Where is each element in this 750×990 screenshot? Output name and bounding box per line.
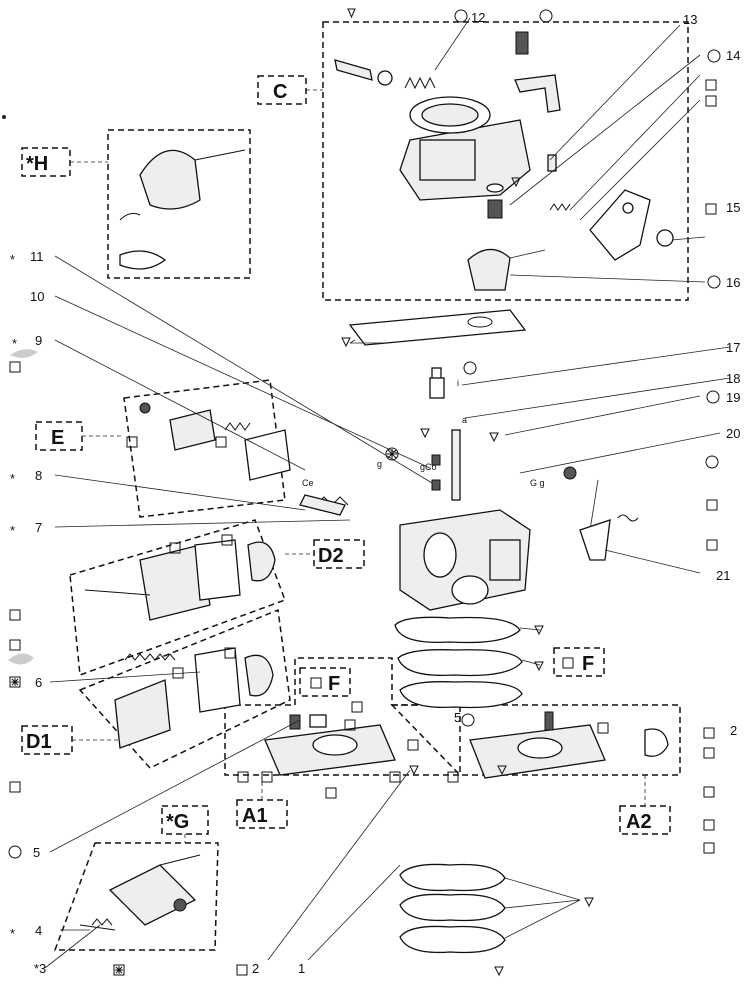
svg-text:G g: G g	[530, 478, 545, 488]
starred-square-symbols	[9, 676, 125, 976]
diaphragm-d1	[114, 647, 274, 749]
svg-text:*G: *G	[166, 811, 189, 833]
label-18: 18	[726, 371, 740, 386]
label-1: 1	[298, 961, 305, 976]
needle-valve	[486, 183, 504, 219]
svg-text:*: *	[10, 252, 15, 267]
part-numbers: 12 13 14 15 16 17 18 19 20 21 11 10 9 8 …	[30, 10, 740, 976]
label-13: 13	[683, 12, 697, 27]
spring-12	[404, 76, 436, 90]
group-label-d2: D2	[313, 539, 365, 569]
group-label-g: *G	[161, 805, 209, 835]
label-5b: 5	[454, 710, 461, 725]
label-7: 7	[35, 520, 42, 535]
svg-text:D1: D1	[26, 731, 52, 753]
svg-text:*H: *H	[26, 153, 48, 175]
group-h-frame	[107, 129, 251, 279]
label-10: 10	[30, 289, 44, 304]
pin-8	[299, 494, 346, 516]
group-label-f1: F	[299, 667, 351, 697]
group-label-h: *H	[21, 147, 71, 177]
label-16: 16	[726, 275, 740, 290]
pin-13	[547, 154, 557, 172]
svg-text:*: *	[10, 523, 15, 538]
svg-text:F: F	[328, 673, 340, 695]
air-screw	[334, 59, 393, 86]
label-11: 11	[30, 249, 44, 264]
svg-text:D2: D2	[318, 545, 344, 567]
leader-lines	[44, 17, 731, 969]
label-21: 21	[716, 568, 730, 583]
triangle-symbols	[341, 8, 594, 977]
throttle-body-a1	[264, 714, 396, 776]
svg-text:Ce: Ce	[302, 478, 314, 488]
label-12: 12	[471, 10, 485, 25]
svg-text:a: a	[462, 415, 467, 425]
accelerator-pump-e	[139, 402, 291, 481]
svg-text:C: C	[273, 81, 287, 103]
svg-text:A1: A1	[242, 805, 268, 827]
small-labels: Ce g gCo G g i a	[302, 378, 545, 488]
svg-text:i: i	[457, 378, 459, 388]
choke-lever	[589, 189, 674, 261]
svg-text:gCo: gCo	[420, 462, 437, 472]
group-label-c: C	[257, 75, 307, 105]
jets-column	[429, 367, 461, 501]
label-15: 15	[726, 200, 740, 215]
top-cover-assembly	[399, 74, 561, 201]
svg-text:*: *	[10, 926, 15, 941]
choke-pulldown-h	[119, 149, 246, 270]
square-symbols	[9, 79, 718, 976]
label-2b: 2	[730, 723, 737, 738]
group-label-a1: A1	[236, 799, 288, 829]
label-14: 14	[726, 48, 740, 63]
label-5: 5	[33, 845, 40, 860]
group-g-frame	[53, 842, 219, 951]
base-gaskets-mid	[394, 616, 523, 709]
circle-symbols	[8, 9, 721, 859]
group-label-a2: A2	[619, 805, 671, 835]
group-label-d1: D1	[21, 725, 73, 755]
throttle-body-a2	[469, 711, 669, 779]
label-4: 4	[35, 923, 42, 938]
group-e-frame	[123, 379, 286, 518]
svg-text:A2: A2	[626, 811, 652, 833]
top-gasket	[348, 309, 527, 346]
group-a2-frame	[390, 704, 681, 776]
label-8: 8	[35, 468, 42, 483]
main-body	[399, 509, 531, 611]
star-marks: * * * * *	[10, 252, 17, 941]
circled-star-symbol	[385, 447, 399, 461]
group-label-f2: F	[553, 647, 605, 677]
label-3: *3	[34, 961, 46, 976]
label-6: 6	[35, 675, 42, 690]
diaphragm-d2	[84, 539, 276, 621]
label-17: 17	[726, 340, 740, 355]
svg-text:E: E	[51, 427, 64, 449]
svg-text:g: g	[377, 459, 382, 469]
group-d2-frame	[69, 519, 286, 677]
throttle-linkage-21	[563, 466, 639, 561]
group-label-e: E	[35, 421, 83, 451]
screw-top	[515, 31, 529, 55]
svg-text:F: F	[582, 653, 594, 675]
pump-g	[79, 854, 201, 931]
margin-marks	[2, 115, 38, 665]
float-16	[467, 248, 546, 291]
svg-text:*: *	[10, 471, 15, 486]
label-2: 2	[252, 961, 259, 976]
svg-text:*: *	[12, 336, 17, 351]
label-19: 19	[726, 390, 740, 405]
group-c-frame	[322, 21, 689, 301]
label-9: 9	[35, 333, 42, 348]
bottom-gaskets	[399, 863, 506, 954]
label-20: 20	[726, 426, 740, 441]
spring-small	[549, 203, 571, 211]
